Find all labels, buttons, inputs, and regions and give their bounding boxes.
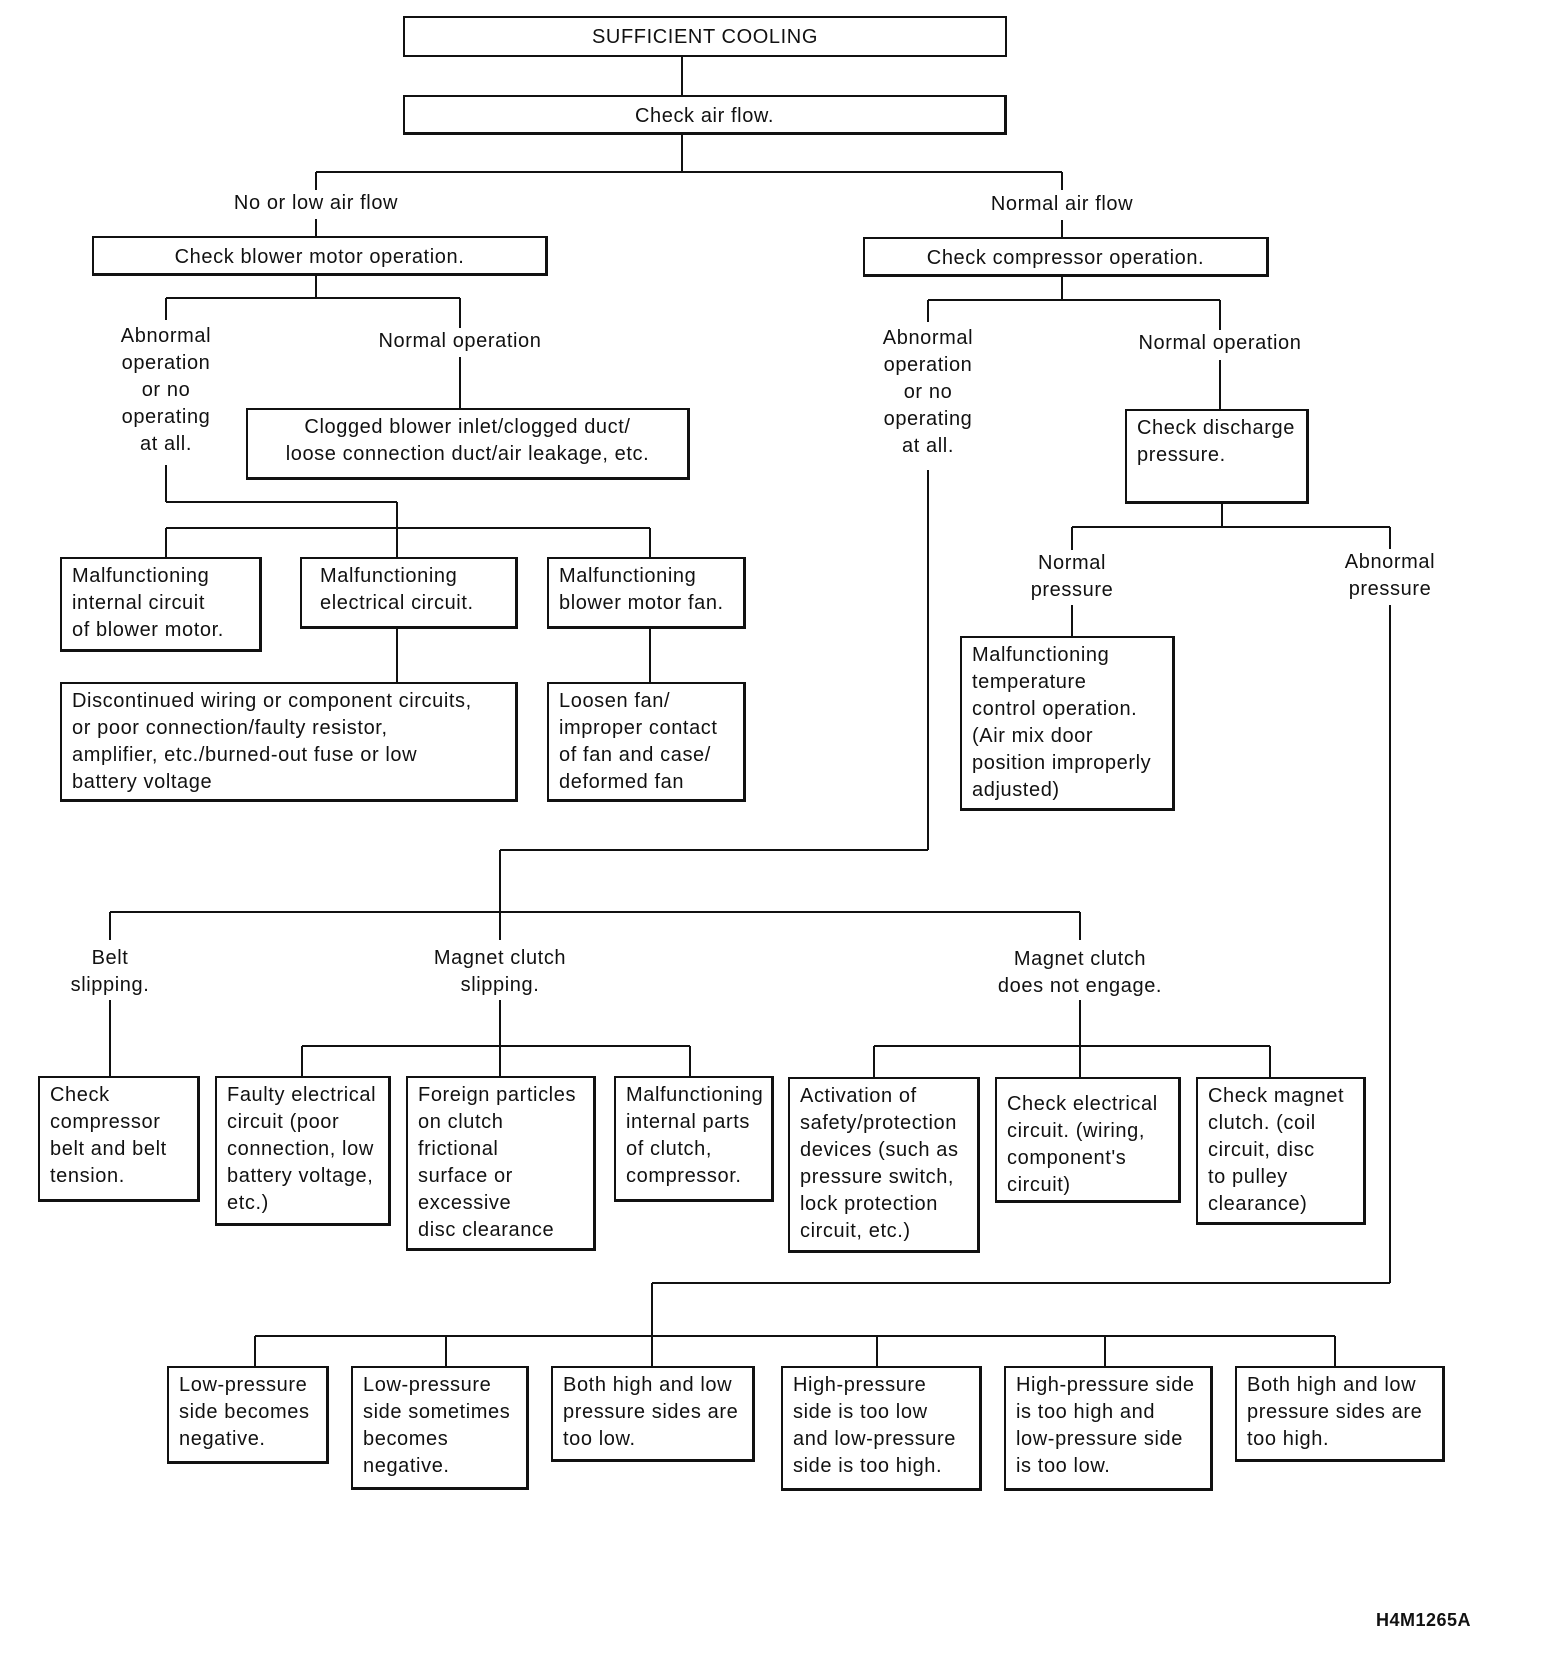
pressure-result-box: Low-pressure side sometimes becomes nega… [351, 1366, 529, 1490]
malf-internal-circuit-box: Malfunctioning internal circuit of blowe… [60, 557, 262, 652]
pressure-result-box: Low-pressure side becomes negative. [167, 1366, 329, 1464]
compressor-abnormal-label: Abnormal operation or no operating at al… [868, 325, 988, 460]
normal-air-flow-label: Normal air flow [972, 191, 1152, 218]
check-compressor-box: Check compressor operation. [863, 237, 1269, 277]
check-air-flow-box: Check air flow. [403, 95, 1007, 135]
blower-abnormal-label: Abnormal operation or no operating at al… [106, 323, 226, 458]
clogged-blower-box: Clogged blower inlet/clogged duct/ loose… [246, 408, 690, 480]
magnet-clutch-slipping-label: Magnet clutch slipping. [410, 945, 590, 999]
compressor-normal-label: Normal operation [1126, 330, 1314, 357]
check-blower-motor-box: Check blower motor operation. [92, 236, 548, 276]
pressure-result-box: High-pressure side is too low and low-pr… [781, 1366, 982, 1491]
check-belt-box: Check compressor belt and belt tension. [38, 1076, 200, 1202]
sufficient-cooling-title: SUFFICIENT COOLING [403, 16, 1007, 57]
activation-safety-box: Activation of safety/protection devices … [788, 1077, 980, 1253]
malf-internal-parts-box: Malfunctioning internal parts of clutch,… [614, 1076, 774, 1202]
figure-code: H4M1265A [1376, 1610, 1472, 1630]
faulty-electrical-box: Faulty electrical circuit (poor connecti… [215, 1076, 391, 1226]
pressure-result-box: Both high and low pressure sides are too… [1235, 1366, 1445, 1462]
malf-temp-control-box: Malfunctioning temperature control opera… [960, 636, 1175, 811]
abnormal-pressure-label: Abnormal pressure [1330, 549, 1450, 603]
malf-electrical-circuit-box: Malfunctioning electrical circuit. [300, 557, 518, 629]
malf-blower-fan-box: Malfunctioning blower motor fan. [547, 557, 746, 629]
foreign-particles-box: Foreign particles on clutch frictional s… [406, 1076, 596, 1251]
pressure-result-box: Both high and low pressure sides are too… [551, 1366, 755, 1462]
pressure-result-box: High-pressure side is too high and low-p… [1004, 1366, 1213, 1491]
check-magnet-clutch-box: Check magnet clutch. (coil circuit, disc… [1196, 1077, 1366, 1225]
blower-normal-label: Normal operation [366, 328, 554, 355]
check-electrical-circuit-box: Check electrical circuit. (wiring, compo… [995, 1077, 1181, 1203]
belt-slipping-label: Belt slipping. [60, 945, 160, 999]
loosen-fan-box: Loosen fan/ improper contact of fan and … [547, 682, 746, 802]
check-discharge-box: Check discharge pressure. [1125, 409, 1309, 504]
normal-pressure-label: Normal pressure [1012, 550, 1132, 604]
no-low-air-flow-label: No or low air flow [216, 190, 416, 217]
magnet-clutch-not-engage-label: Magnet clutch does not engage. [975, 946, 1185, 1000]
discontinued-wiring-box: Discontinued wiring or component circuit… [60, 682, 518, 802]
